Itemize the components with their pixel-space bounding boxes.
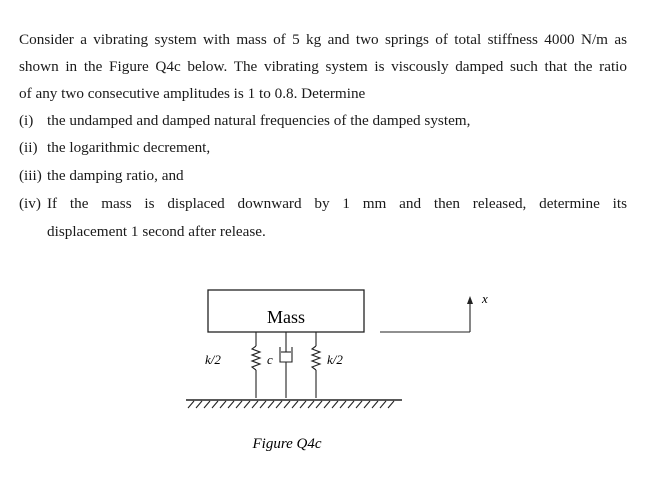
ground xyxy=(186,399,402,409)
right-spring xyxy=(310,332,322,398)
intro-line-3: of any two consecutive amplitudes is 1 t… xyxy=(19,85,366,102)
left-spring xyxy=(250,332,262,398)
item-number: (iii) xyxy=(19,167,42,184)
item-text: If the mass is displaced downward by 1 m… xyxy=(47,195,627,212)
displacement-axis xyxy=(380,304,471,333)
item-number: (ii) xyxy=(19,139,38,156)
intro-line-2: shown in the Figure Q4c below. The vibra… xyxy=(19,58,627,75)
damper-label: c xyxy=(267,352,273,367)
spring-left-label: k/2 xyxy=(205,352,221,367)
figure-caption: Figure Q4c xyxy=(251,436,321,452)
item-iv-continuation: displacement 1 second after release. xyxy=(47,223,266,240)
arrow-up-icon xyxy=(467,296,473,304)
item-text: the undamped and damped natural frequenc… xyxy=(47,112,471,129)
item-number: (i) xyxy=(19,112,34,129)
mass-label: Mass xyxy=(267,307,305,327)
question-intro: Consider a vibrating system with mass of… xyxy=(19,26,627,107)
axis-label: x xyxy=(481,291,488,306)
intro-line-1: Consider a vibrating system with mass of… xyxy=(19,31,627,48)
item-text: the logarithmic decrement, xyxy=(47,139,211,156)
item-text: the damping ratio, and xyxy=(47,167,184,184)
damper xyxy=(279,332,293,398)
spring-right-label: k/2 xyxy=(327,352,343,367)
item-number: (iv) xyxy=(19,195,41,212)
